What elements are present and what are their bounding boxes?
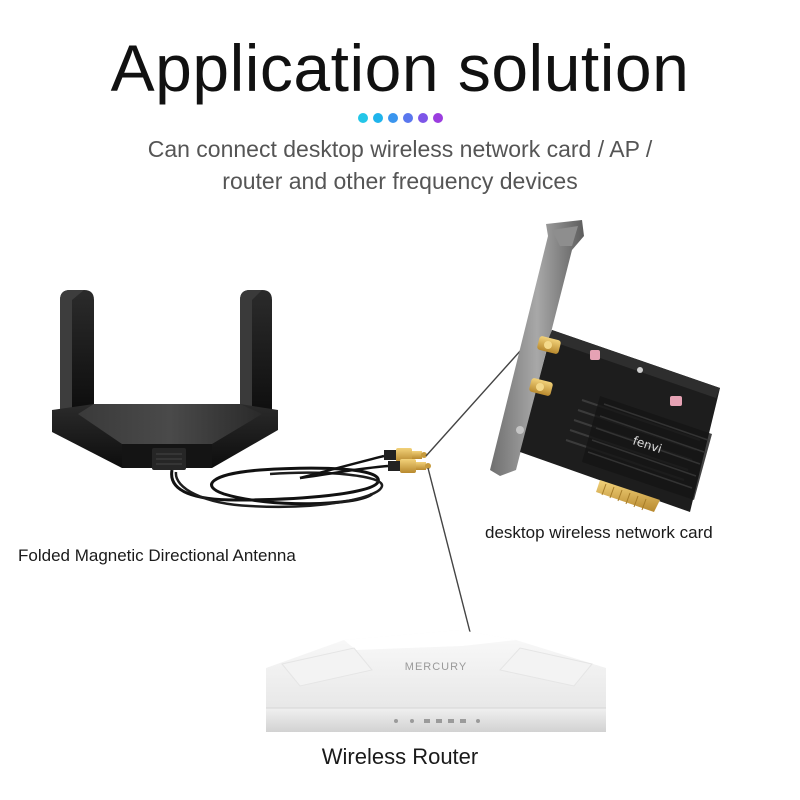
dot-2 <box>372 113 383 123</box>
subtitle-line-2: router and other frequency devices <box>222 168 578 194</box>
router-label: Wireless Router <box>321 744 479 769</box>
antenna-label: Folded Magnetic Directional Antenna <box>18 546 296 565</box>
connector-line-router <box>427 467 471 633</box>
router-image: MERCURY <box>266 630 606 732</box>
antenna-image <box>52 290 431 508</box>
router-brand-text: MERCURY <box>405 661 467 673</box>
dot-5 <box>417 113 428 123</box>
dot-3 <box>387 113 398 123</box>
dot-6 <box>432 113 443 123</box>
dot-1 <box>357 113 368 123</box>
decorative-dots <box>0 113 800 123</box>
dot-4 <box>402 113 413 123</box>
network-card-image: fenvi <box>490 220 720 512</box>
subtitle-line-1: Can connect desktop wireless network car… <box>147 136 653 162</box>
card-label: desktop wireless network card <box>485 523 713 542</box>
page-title: Application solution <box>110 31 690 105</box>
connector-line-card <box>425 339 531 457</box>
